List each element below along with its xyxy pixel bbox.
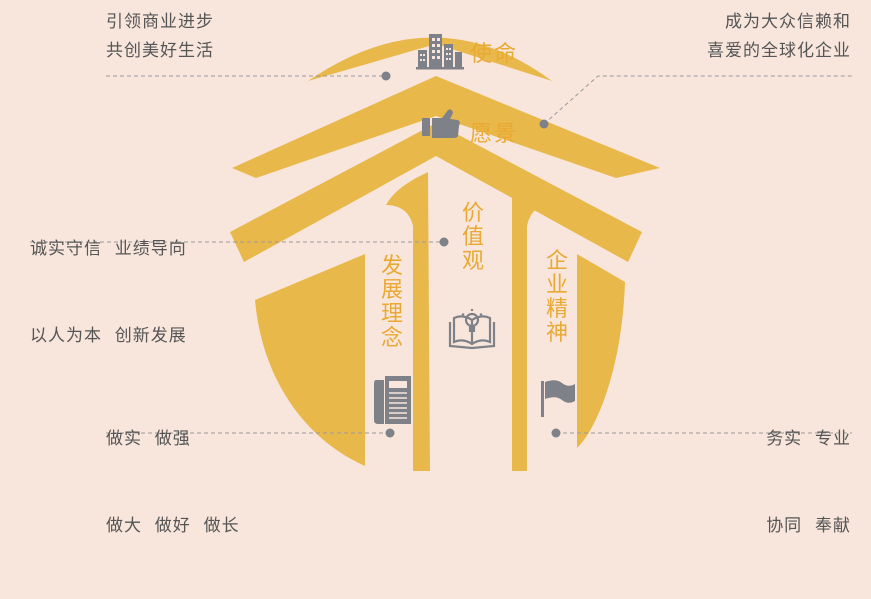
spirit-label: 企业精神 <box>545 249 568 346</box>
mission-note: 引领商业进步 共创美好生活 <box>106 8 214 66</box>
vision-note: 成为大众信赖和 喜爱的全球化企业 <box>707 8 851 66</box>
development-note: 做实 做强 做大 做好 做长 <box>106 367 240 599</box>
dome-cap <box>308 37 552 81</box>
development-note-line2: 做大 做好 做长 <box>106 516 240 536</box>
vision-label: 愿景 <box>470 122 519 147</box>
thumbs-up-icon <box>422 109 460 138</box>
spirit-note-line2: 协同 奉献 <box>766 516 851 536</box>
right-base <box>577 254 625 448</box>
vision-note-line1: 成为大众信赖和 <box>725 12 851 32</box>
vision-dot <box>539 119 549 129</box>
vision-roof <box>232 76 660 178</box>
mission-label: 使命 <box>470 42 519 67</box>
vision-leader-line <box>543 75 852 125</box>
mission-note-line1: 引领商业进步 <box>106 12 214 32</box>
values-label: 价值观 <box>461 201 484 274</box>
values-dot <box>439 237 449 247</box>
vision-note-line2: 喜爱的全球化企业 <box>707 41 851 61</box>
spirit-note: 务实 专业 协同 奉献 <box>766 367 851 599</box>
culture-diagram: 使命 愿景 价值观 发展理念 企业精神 引领商业进步 共创美好生活 成为大众信赖… <box>30 8 852 536</box>
city-buildings-icon <box>416 34 464 70</box>
right-column <box>512 172 548 471</box>
development-label: 发展理念 <box>380 254 403 351</box>
development-note-line1: 做实 做强 <box>106 429 191 449</box>
newspaper-icon <box>374 376 411 424</box>
values-note: 诚实守信 业绩导向 以人为本 创新发展 <box>30 177 187 409</box>
diagram-canvas <box>30 34 852 471</box>
development-dot <box>385 428 395 438</box>
spirit-dot <box>551 428 561 438</box>
values-note-line2: 以人为本 创新发展 <box>30 326 187 346</box>
mission-dot <box>381 71 391 81</box>
mission-note-line2: 共创美好生活 <box>106 41 214 61</box>
values-note-line1: 诚实守信 业绩导向 <box>30 239 187 259</box>
spirit-note-line1: 务实 专业 <box>766 429 851 449</box>
book-lightbulb-icon <box>448 309 496 350</box>
flag-icon <box>541 380 575 417</box>
left-column <box>386 172 430 471</box>
leader-lines <box>30 75 852 434</box>
left-base <box>255 254 365 466</box>
values-roof <box>230 123 642 262</box>
